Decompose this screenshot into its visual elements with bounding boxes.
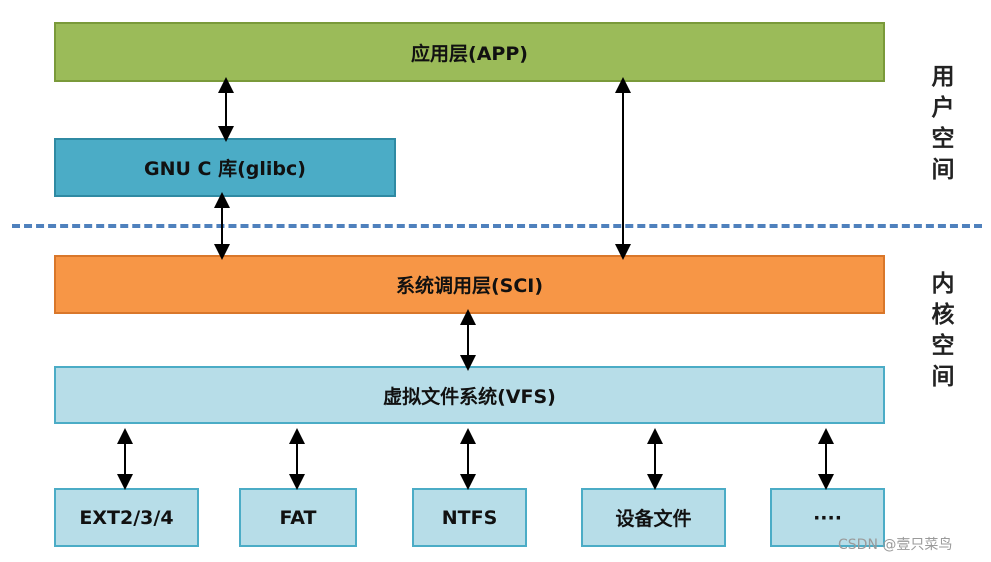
fs-box-ext: EXT2/3/4 [54, 488, 199, 547]
app-layer-box: 应用层(APP) [54, 22, 885, 82]
kernel-space-label: 内核空间 [931, 271, 955, 390]
fs-box-ntfs: NTFS [412, 488, 527, 547]
fs-label-more: ···· [813, 506, 842, 529]
fs-label-ext: EXT2/3/4 [79, 506, 174, 529]
glibc-layer-label: GNU C 库(glibc) [144, 158, 306, 180]
sci-layer-box: 系统调用层(SCI) [54, 255, 885, 314]
fs-label-device-file: 设备文件 [615, 508, 692, 530]
user-space-label: 用户空间 [931, 64, 955, 183]
fs-label-fat: FAT [279, 506, 317, 529]
sci-layer-label: 系统调用层(SCI) [395, 275, 544, 297]
fs-box-more: ···· [770, 488, 885, 547]
fs-box-device-file: 设备文件 [581, 488, 726, 547]
app-layer-label: 应用层(APP) [411, 42, 528, 65]
fs-label-ntfs: NTFS [441, 506, 498, 529]
user-kernel-divider [12, 224, 982, 228]
vfs-layer-label: 虚拟文件系统(VFS) [383, 385, 556, 408]
watermark: CSDN @壹只菜鸟 [838, 537, 953, 553]
